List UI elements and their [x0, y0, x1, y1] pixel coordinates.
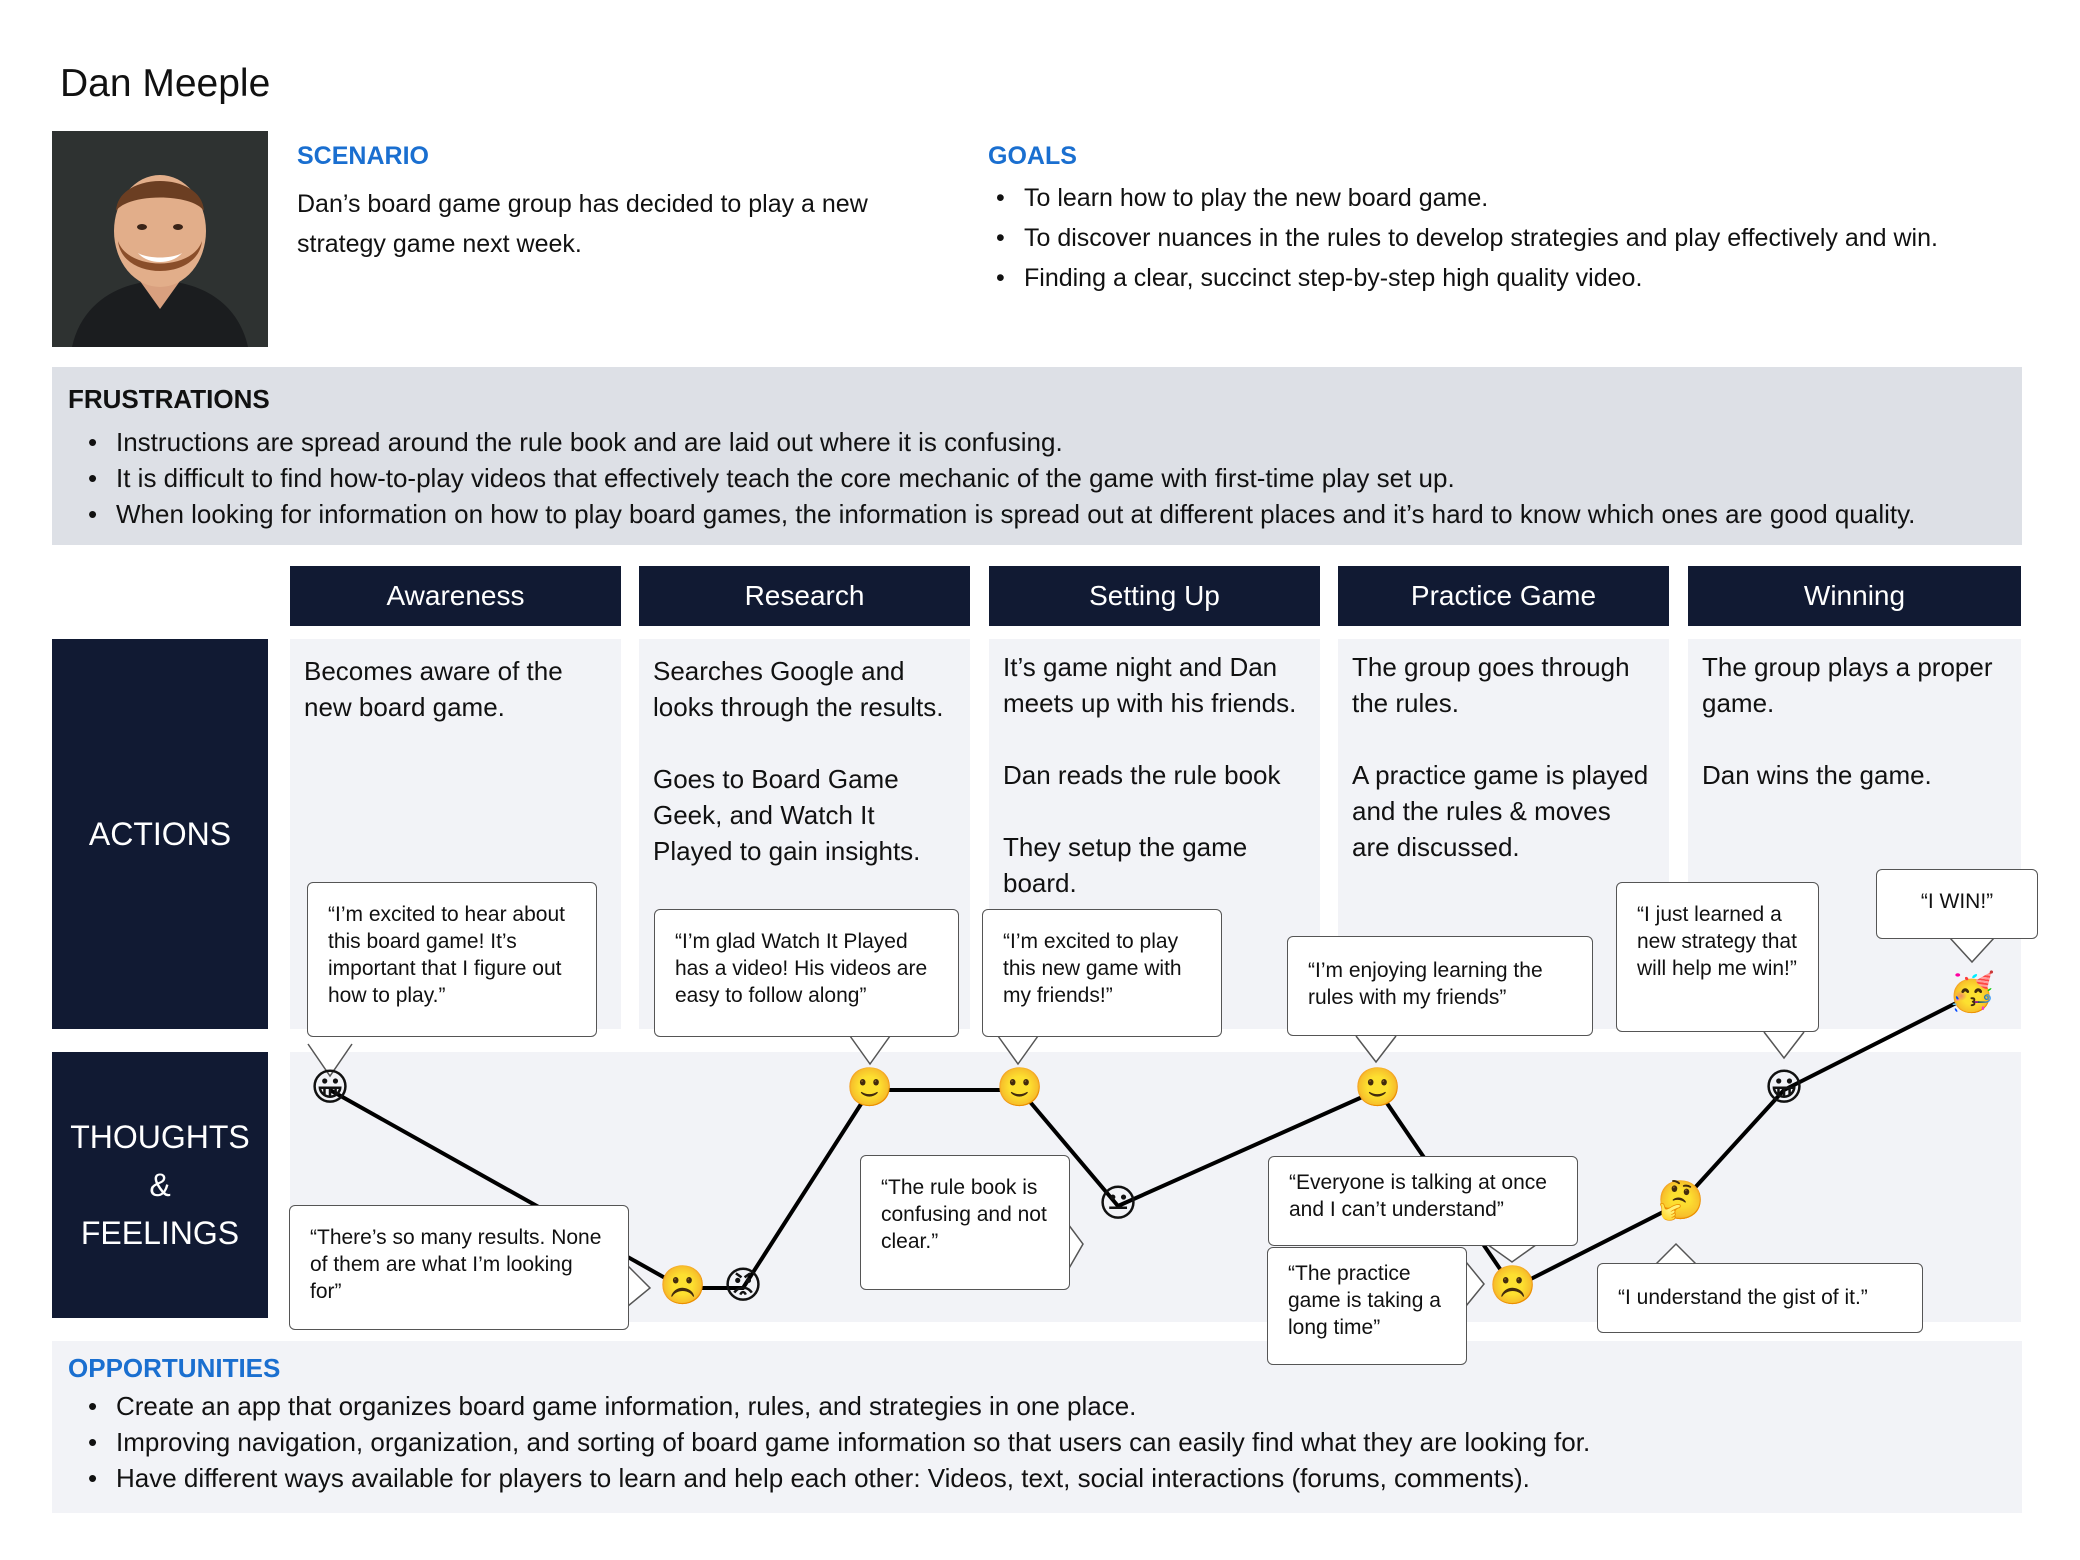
opportunity-item: Create an app that organizes board game … [80, 1388, 2010, 1424]
quote-bubble-rule-book: “The rule book is confusing and not clea… [860, 1155, 1070, 1290]
goal-item: To learn how to play the new board game. [988, 178, 2048, 218]
thinking-face-icon: 🤔 [1657, 1178, 1705, 1222]
action-text: They setup the game board. [1003, 832, 1248, 898]
actions-row-label: ACTIONS [52, 639, 268, 1029]
frowning-face-icon: ☹️ [1489, 1263, 1537, 1307]
quote-bubble-long-time: “The practice game is taking a long time… [1267, 1247, 1467, 1365]
goal-item: To discover nuances in the rules to deve… [988, 218, 2048, 258]
frustration-item: Instructions are spread around the rule … [80, 424, 2010, 460]
partying-face-icon: 🥳 [1948, 970, 1996, 1014]
frustrations-heading: FRUSTRATIONS [68, 384, 270, 414]
opportunity-item: Improving navigation, organization, and … [80, 1424, 2010, 1460]
action-text: The group goes through the rules. [1352, 652, 1630, 718]
quote-bubble-gist: “I understand the gist of it.” [1597, 1263, 1923, 1333]
stage-header-winning: Winning [1688, 566, 2021, 626]
grinning-face-icon: 😀 [310, 1065, 350, 1109]
slightly-smiling-face-icon: 🙂 [1354, 1065, 1402, 1109]
persona-photo [52, 131, 268, 347]
stage-header-practice-game: Practice Game [1338, 566, 1669, 626]
action-text: Dan reads the rule book [1003, 760, 1281, 790]
goal-item: Finding a clear, succinct step-by-step h… [988, 258, 2048, 298]
action-text: Dan wins the game. [1702, 760, 1932, 790]
quote-bubble-new-strategy: “I just learned a new strategy that will… [1616, 882, 1819, 1032]
feelings-label-text: FEELINGS [80, 1215, 240, 1251]
opportunities-heading: OPPORTUNITIES [68, 1353, 281, 1383]
frustration-item: When looking for information on how to p… [80, 496, 2010, 532]
angry-face-icon: 😡 [723, 1263, 763, 1307]
actions-label-text: ACTIONS [88, 816, 232, 852]
opportunity-item: Have different ways available for player… [80, 1460, 2010, 1496]
stage-header-setting-up: Setting Up [989, 566, 1320, 626]
stage-header-research: Research [639, 566, 970, 626]
goals-list: To learn how to play the new board game.… [988, 178, 2048, 298]
goals-heading: GOALS [988, 142, 1077, 170]
scenario-text: Dan’s board game group has decided to pl… [297, 190, 868, 258]
quote-bubble-watch-it-played: “I’m glad Watch It Played has a video! H… [654, 909, 959, 1037]
action-text: The group plays a proper game. [1702, 652, 1993, 718]
quote-bubble-enjoying: “I’m enjoying learning the rules with my… [1287, 936, 1593, 1036]
slightly-smiling-face-icon: 🙂 [846, 1065, 894, 1109]
frowning-face-icon: ☹️ [659, 1263, 707, 1307]
action-text: Searches Google and looks through the re… [653, 656, 944, 722]
action-text: Becomes aware of the new board game. [304, 656, 563, 722]
persona-portrait-illustration [52, 131, 268, 347]
thoughts-row-label: THOUGHTS & FEELINGS [52, 1052, 268, 1318]
action-text: A practice game is played and the rules … [1352, 760, 1649, 862]
quote-bubble-excited-friends: “I’m excited to play this new game with … [982, 909, 1222, 1037]
action-text: Goes to Board Game Geek, and Watch It Pl… [653, 764, 921, 866]
persona-name: Dan Meeple [60, 62, 271, 105]
quote-bubble-i-win: “I WIN!” [1876, 869, 2038, 939]
slightly-smiling-face-icon: 🙂 [996, 1065, 1044, 1109]
frustration-item: It is difficult to find how-to-play vide… [80, 460, 2010, 496]
grinning-face-icon: 😀 [1764, 1065, 1804, 1109]
scenario-heading: SCENARIO [297, 142, 429, 170]
quote-bubble-excited: “I’m excited to hear about this board ga… [307, 882, 597, 1037]
frustrations-list: Instructions are spread around the rule … [80, 424, 2010, 532]
stage-header-awareness: Awareness [290, 566, 621, 626]
ampersand-label-text: & [149, 1167, 171, 1203]
action-text: It’s game night and Dan meets up with hi… [1003, 652, 1297, 718]
quote-bubble-talking-at-once: “Everyone is talking at once and I can’t… [1268, 1156, 1578, 1246]
neutral-face-icon: 😐 [1098, 1181, 1138, 1225]
opportunities-list: Create an app that organizes board game … [80, 1388, 2010, 1496]
thoughts-label-text: THOUGHTS [70, 1119, 250, 1155]
quote-bubble-many-results: “There’s so many results. None of them a… [289, 1205, 629, 1330]
